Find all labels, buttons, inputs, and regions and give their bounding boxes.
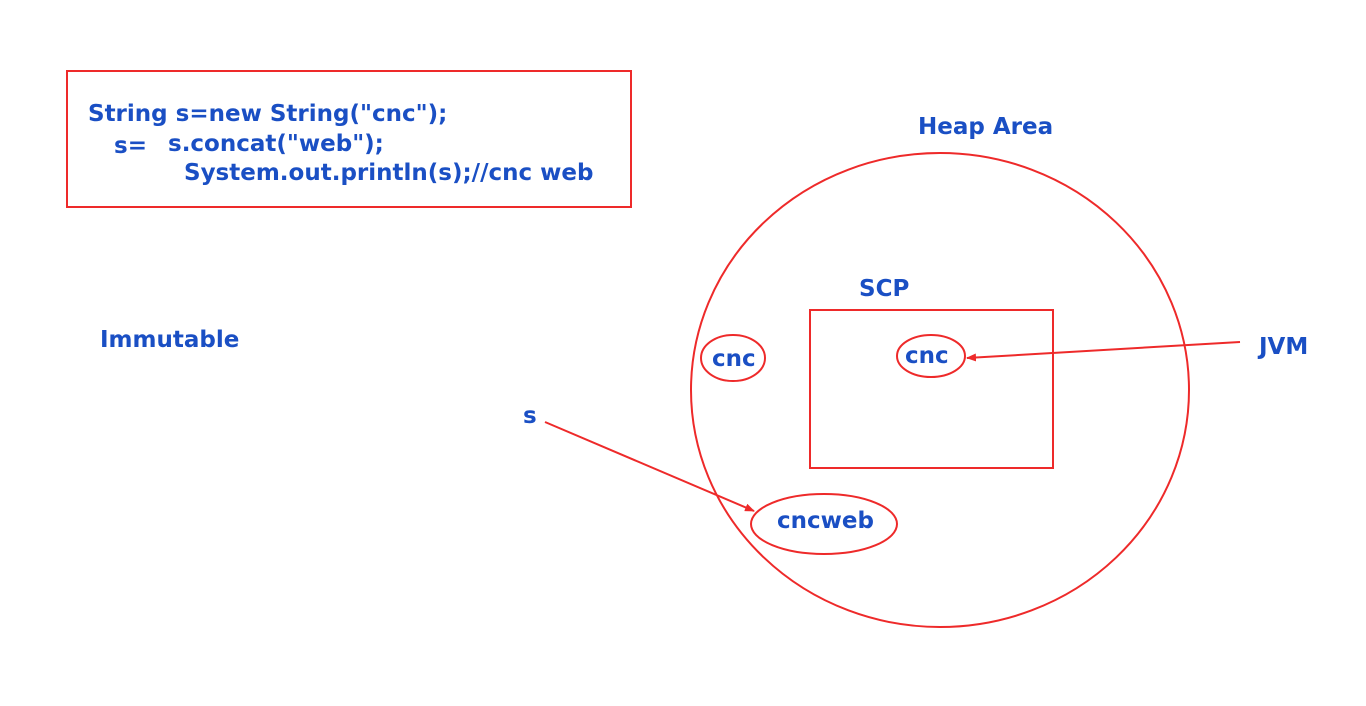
heap-area-circle: [690, 152, 1190, 628]
s-reference-label: s: [523, 403, 537, 429]
code-line-3: System.out.println(s);//cnc web: [184, 160, 594, 186]
code-line-1: String s=new String("cnc");: [88, 101, 448, 127]
cncweb-text: cncweb: [777, 508, 874, 534]
scp-box: [809, 309, 1054, 469]
scp-cnc-object: [896, 334, 966, 378]
code-line-2-label: s=: [114, 133, 147, 159]
heap-cnc-object: [700, 334, 766, 382]
code-line-2-rest: s.concat("web");: [168, 131, 384, 157]
cncweb-object: [750, 493, 898, 555]
scp-cnc-text: cnc: [905, 343, 949, 369]
scp-label: SCP: [859, 276, 910, 302]
heap-cnc-text: cnc: [712, 346, 756, 372]
code-box: [66, 70, 632, 208]
heap-area-label: Heap Area: [918, 114, 1054, 140]
jvm-label: JVM: [1259, 334, 1309, 360]
s-reference-arrow: [544, 421, 755, 512]
immutable-label: Immutable: [100, 327, 240, 353]
jvm-arrow: [966, 341, 1241, 362]
